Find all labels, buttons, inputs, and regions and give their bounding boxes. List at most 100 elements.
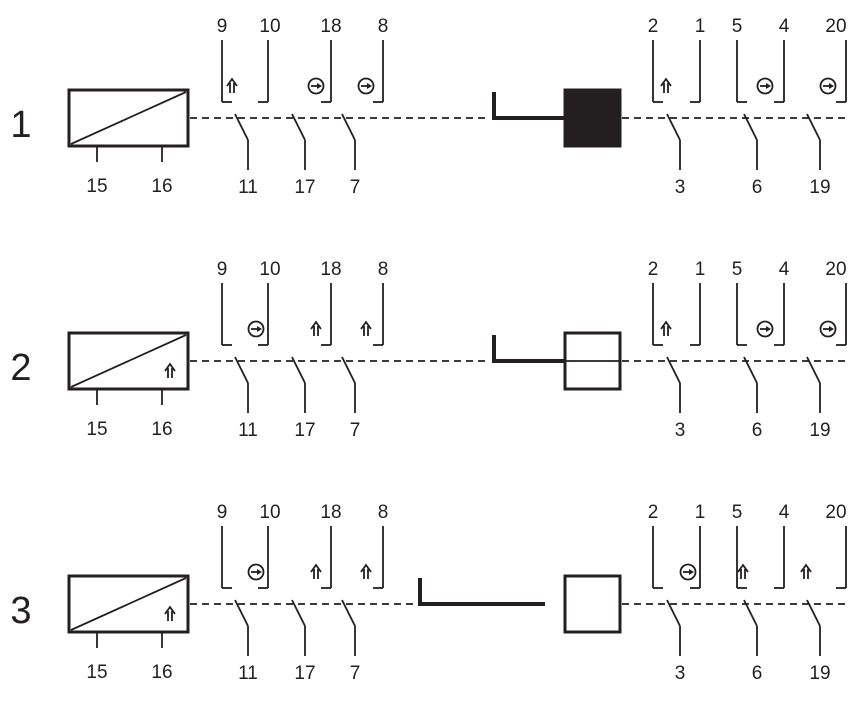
contact: 3 [652,526,701,684]
up-arrow-icon [660,77,672,93]
block [563,331,622,391]
actuator [418,578,545,606]
terminal-label: 7 [350,177,361,198]
terminal-label: 3 [675,420,686,441]
row-number: 3 [10,590,31,632]
contact: 11 [221,40,269,198]
terminal-label: 19 [809,663,830,684]
contact: 17 [291,283,332,441]
terminal-label: 11 [238,663,258,684]
block-filled [563,88,622,148]
up-arrow-icon [360,320,372,336]
terminal-label: 6 [752,420,763,441]
contact: 17 [291,526,332,684]
time-delay-icon [247,320,265,338]
contact: 6 [736,283,785,441]
terminal-label: 6 [752,177,763,198]
coil-terminal-label: 15 [86,419,107,440]
block [563,574,622,634]
up-arrow-icon [800,563,812,579]
terminal-label: 4 [779,16,790,37]
up-arrow-icon [360,563,372,579]
terminal-label: 11 [238,420,258,441]
contact: 19 [806,40,847,198]
terminal-label: 18 [320,16,341,37]
terminal-label: 4 [779,259,790,280]
terminal-label: 20 [825,16,846,37]
up-arrow-icon [310,320,322,336]
contact: 3 [652,283,701,441]
time-delay-icon [819,77,837,95]
terminal-label: 19 [809,177,830,198]
terminal-label: 11 [238,177,258,198]
time-delay-icon [679,563,697,581]
contact: 3 [652,40,701,198]
contact: 11 [221,283,269,441]
up-arrow-icon [226,77,238,93]
row-number: 2 [10,347,31,389]
coil-diagonal [70,334,187,388]
contact: 6 [736,40,785,198]
actuator [492,335,564,363]
up-arrow-icon [164,605,176,621]
terminal-label: 17 [294,177,315,198]
terminal-label: 3 [675,663,686,684]
block [563,88,622,148]
terminal-label: 9 [217,16,228,37]
block-empty [563,574,622,634]
time-delay-icon [756,320,774,338]
time-delay-icon [307,77,325,95]
actuator [492,92,564,120]
terminal-label: 7 [350,420,361,441]
terminal-label: 17 [294,663,315,684]
terminal-label: 2 [648,502,659,523]
terminal-label: 10 [259,502,280,523]
terminal-label: 20 [825,502,846,523]
terminal-label: 5 [732,259,743,280]
contact: 19 [800,526,847,684]
time-delay-icon [819,320,837,338]
terminal-label: 3 [675,177,686,198]
terminal-label: 18 [320,502,341,523]
terminal-label: 1 [695,502,706,523]
terminal-label: 7 [350,663,361,684]
time-delay-icon [756,77,774,95]
terminal-label: 2 [648,259,659,280]
terminal-label: 5 [732,16,743,37]
coil-terminal-label: 16 [151,176,172,197]
up-arrow-icon [660,320,672,336]
coil-terminal-label: 15 [86,176,107,197]
contact: 6 [736,526,785,684]
terminal-label: 6 [752,663,763,684]
terminal-label: 5 [732,502,743,523]
terminal-label: 19 [809,420,830,441]
contact: 17 [291,40,332,198]
terminal-label: 18 [320,259,341,280]
terminal-label: 2 [648,16,659,37]
terminal-label: 8 [378,16,389,37]
contact: 7 [341,526,384,684]
up-arrow-icon [737,563,749,579]
up-arrow-icon [310,563,322,579]
contact: 7 [341,283,384,441]
terminal-label: 8 [378,502,389,523]
terminal-label: 4 [779,502,790,523]
coil-diagonal [70,91,187,145]
coil-terminal-label: 15 [86,662,107,683]
terminal-label: 10 [259,259,280,280]
coil-terminal-label: 16 [151,419,172,440]
terminal-label: 10 [259,16,280,37]
terminal-label: 17 [294,420,315,441]
terminal-label: 20 [825,259,846,280]
time-delay-icon [357,77,375,95]
terminal-label: 8 [378,259,389,280]
contact: 19 [806,283,847,441]
terminal-label: 1 [695,16,706,37]
up-arrow-icon [164,362,176,378]
